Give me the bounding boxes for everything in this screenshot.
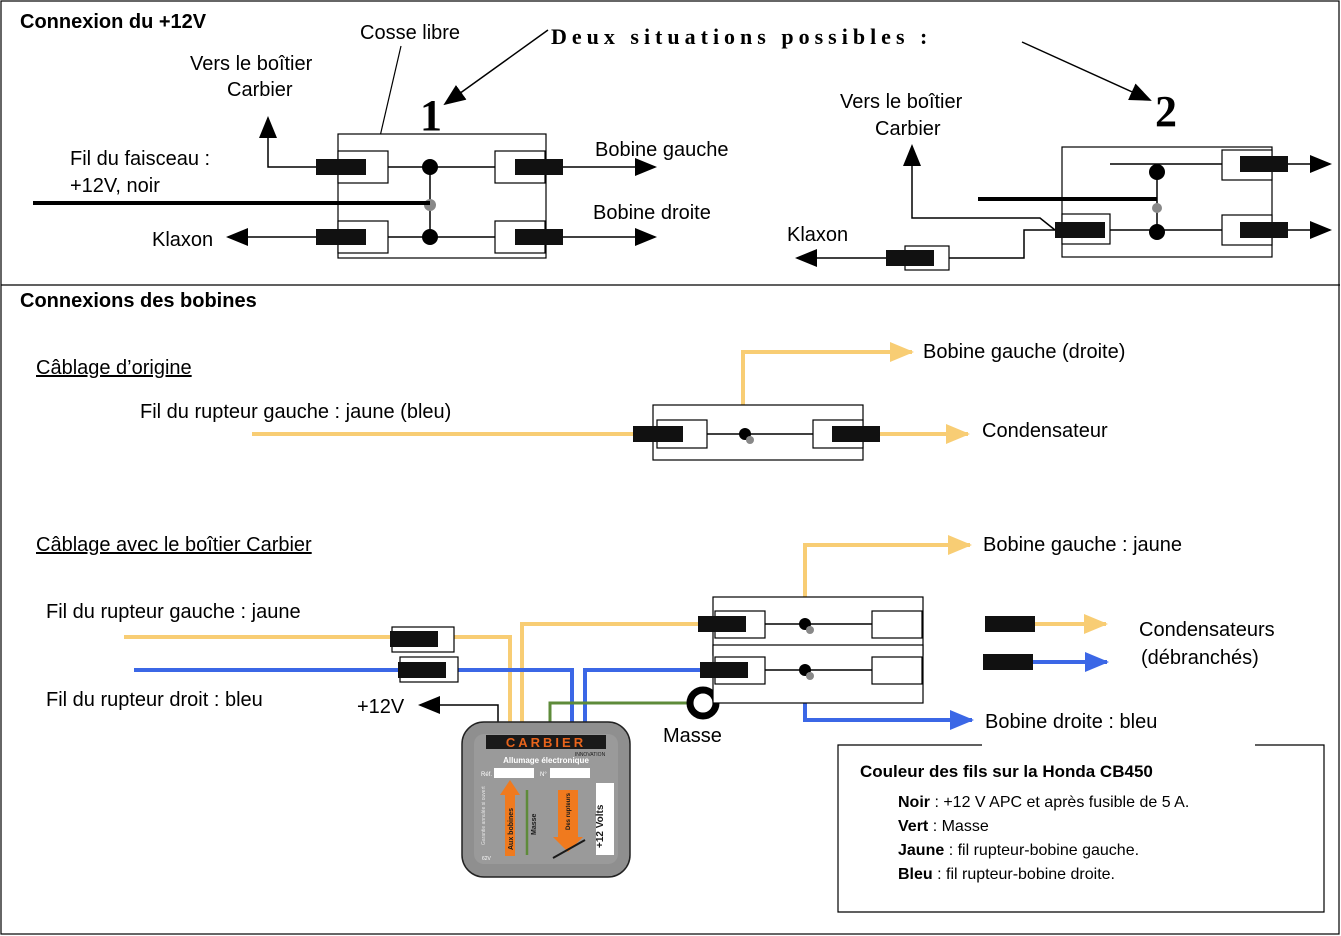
cablage-carbier-label: Câblage avec le boîtier Carbier bbox=[36, 534, 312, 556]
legend-bleu: Bleu : fil rupteur-bobine droite. bbox=[898, 866, 1115, 883]
situation-number-2: 2 bbox=[1155, 87, 1177, 136]
legend-vert: Vert : Masse bbox=[898, 818, 989, 835]
condensateurs-line2: (débranchés) bbox=[1141, 647, 1259, 669]
klaxon-2-label: Klaxon bbox=[787, 224, 848, 246]
klaxon-1-label: Klaxon bbox=[152, 229, 213, 251]
bobine-droite-label: Bobine droite bbox=[593, 202, 711, 224]
fil-faisceau-line1: Fil du faisceau : bbox=[70, 148, 210, 170]
legend-jaune: Jaune : fil rupteur-bobine gauche. bbox=[898, 842, 1139, 859]
module-masse: Masse bbox=[531, 813, 538, 835]
carbier-wiring bbox=[124, 535, 1109, 730]
cosse-libre-label: Cosse libre bbox=[360, 22, 460, 44]
carbier-module: CARBIER INNOVATION Allumage électronique… bbox=[461, 721, 631, 878]
bobine-gauche-droite-label: Bobine gauche (droite) bbox=[923, 341, 1125, 363]
fil-rupteur-gauche-jaune-label: Fil du rupteur gauche : jaune bbox=[46, 601, 301, 623]
heading-arrow-1 bbox=[443, 29, 549, 106]
wire-color-legend: Couleur des fils sur la Honda CB450 Noir… bbox=[837, 744, 1325, 913]
module-ref-label: Réf. bbox=[481, 772, 492, 778]
vers-boitier-2-line1: Vers le boîtier bbox=[840, 91, 963, 113]
deux-situations-heading: Deux situations possibles : bbox=[551, 24, 932, 49]
vers-boitier-1-line2: Carbier bbox=[227, 79, 293, 101]
fil-rupteur-droit-bleu-label: Fil du rupteur droit : bleu bbox=[46, 689, 263, 711]
module-plus12-volts: +12 Volts bbox=[595, 804, 606, 848]
condensateur-label: Condensateur bbox=[982, 420, 1108, 442]
situation-number-1: 1 bbox=[420, 91, 442, 140]
masse-label: Masse bbox=[663, 725, 722, 747]
heading-arrow-2 bbox=[1021, 41, 1152, 101]
plus12v-label: +12V bbox=[357, 696, 405, 718]
module-no-label: N° bbox=[540, 772, 547, 778]
fil-rupteur-gauche-jaune-bleu-label: Fil du rupteur gauche : jaune (bleu) bbox=[140, 401, 451, 423]
legend-title: Couleur des fils sur la Honda CB450 bbox=[860, 762, 1153, 781]
module-subbrand: INNOVATION bbox=[575, 752, 606, 758]
legend-noir: Noir : +12 V APC et après fusible de 5 A… bbox=[898, 794, 1189, 811]
module-aux-bobines: Aux bobines bbox=[508, 808, 515, 850]
bobine-gauche-jaune-label: Bobine gauche : jaune bbox=[983, 534, 1182, 556]
module-brand: CARBIER bbox=[506, 735, 586, 750]
module-garantie: Garantie annulée si ouvert bbox=[481, 786, 487, 845]
fil-faisceau-line2: +12V, noir bbox=[70, 175, 160, 197]
section2-title: Connexions des bobines bbox=[20, 290, 257, 312]
module-code: 62V bbox=[482, 856, 492, 862]
original-wiring-block bbox=[252, 342, 970, 461]
condensateurs-line1: Condensateurs bbox=[1139, 619, 1275, 641]
connector-block-2 bbox=[795, 144, 1332, 271]
connector-block-1 bbox=[33, 116, 657, 259]
module-des-rupteurs: Des rupteurs bbox=[566, 792, 572, 830]
module-title: Allumage électronique bbox=[503, 756, 589, 765]
bobine-gauche-label: Bobine gauche bbox=[595, 139, 728, 161]
section1-title: Connexion du +12V bbox=[20, 11, 207, 33]
vers-boitier-2-line2: Carbier bbox=[875, 118, 941, 140]
vers-boitier-1-line1: Vers le boîtier bbox=[190, 53, 313, 75]
cablage-origine-label: Câblage d’origine bbox=[36, 357, 192, 379]
bobine-droite-bleu-label: Bobine droite : bleu bbox=[985, 711, 1157, 733]
